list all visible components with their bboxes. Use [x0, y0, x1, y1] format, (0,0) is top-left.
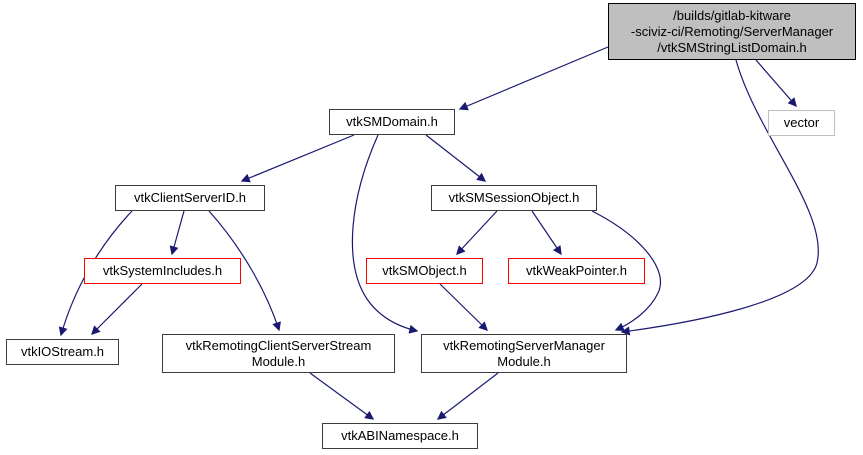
node-vtkSMStringListDomain-main: /builds/gitlab-kitware -sciviz-ci/Remoti… — [608, 3, 856, 60]
edge-vtkSMSessionObject-to-vtkWeakPointer — [531, 210, 562, 256]
edge-vtkClientServerID-to-vtkSystemIncludes — [169, 210, 185, 256]
edge-vtkSMObject-to-vtkRemotingServerManagerModule — [439, 283, 488, 331]
node-vtkRemotingServerManagerModule[interactable]: vtkRemotingServerManager Module.h — [421, 334, 627, 373]
node-vtkWeakPointer[interactable]: vtkWeakPointer.h — [508, 258, 645, 284]
edge-vtkSMDomain-to-vtkRemotingServerManagerModule — [351, 134, 419, 334]
edge-vtkSMDomain-to-vtkSMSessionObject — [425, 134, 487, 182]
node-vtkRemotingClientServerStreamModule[interactable]: vtkRemotingClientServerStream Module.h — [162, 334, 395, 373]
edge-vtkRemotingServerManagerModule-to-vtkABINamespace — [436, 372, 499, 420]
node-vtkClientServerID[interactable]: vtkClientServerID.h — [115, 185, 265, 211]
node-vtkSMObject[interactable]: vtkSMObject.h — [366, 258, 483, 284]
edge-main-to-vtkSMDomain — [458, 46, 609, 111]
edge-vtkSMSessionObject-to-vtkSMObject — [456, 210, 498, 255]
node-vtkSMDomain[interactable]: vtkSMDomain.h — [329, 109, 455, 135]
node-vtkSystemIncludes[interactable]: vtkSystemIncludes.h — [84, 258, 241, 284]
edge-main-to-vector — [755, 59, 797, 108]
edge-main-to-vtkRemotingServerManagerModule — [620, 59, 819, 336]
edge-vtkSMSessionObject-to-vtkRemotingServerManagerModule — [591, 210, 662, 332]
edge-vtkClientServerID-to-vtkRemotingClientServerStreamModule — [208, 210, 281, 332]
node-vtkABINamespace[interactable]: vtkABINamespace.h — [322, 423, 478, 449]
node-vtkIOStream[interactable]: vtkIOStream.h — [6, 339, 119, 365]
edge-vtkSystemIncludes-to-vtkIOStream — [91, 283, 143, 335]
edge-vtkSMDomain-to-vtkClientServerID — [240, 134, 355, 183]
node-vtkSMSessionObject[interactable]: vtkSMSessionObject.h — [431, 185, 597, 211]
edge-vtkRemotingClientServerStreamModule-to-vtkABINamespace — [309, 372, 375, 420]
node-vector: vector — [768, 110, 835, 136]
